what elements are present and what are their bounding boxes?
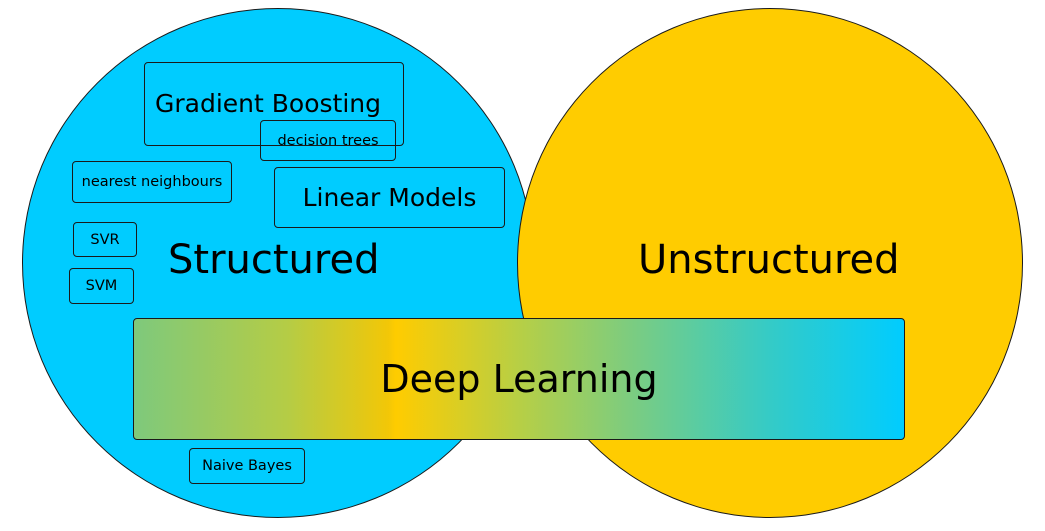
svr-box: SVR (73, 222, 137, 257)
gradient-boosting-label: Gradient Boosting (155, 89, 381, 118)
gradient-boosting-box: Gradient Boosting (144, 62, 404, 146)
svm-box: SVM (69, 268, 134, 304)
decision-trees-label: decision trees (277, 132, 379, 149)
deep-learning-label: Deep Learning (380, 357, 658, 401)
nearest-neighbours-box: nearest neighbours (72, 161, 232, 203)
naive-bayes-box: Naive Bayes (189, 448, 305, 484)
decision-trees-box: decision trees (260, 120, 396, 161)
linear-models-label: Linear Models (302, 183, 477, 212)
naive-bayes-label: Naive Bayes (202, 458, 292, 474)
svm-label: SVM (85, 278, 118, 294)
deep-learning-box: Deep Learning (133, 318, 905, 440)
unstructured-label: Unstructured (638, 237, 900, 283)
nearest-neighbours-label: nearest neighbours (81, 174, 223, 190)
linear-models-box: Linear Models (274, 167, 505, 228)
structured-label: Structured (168, 237, 380, 283)
svr-label: SVR (90, 231, 120, 248)
